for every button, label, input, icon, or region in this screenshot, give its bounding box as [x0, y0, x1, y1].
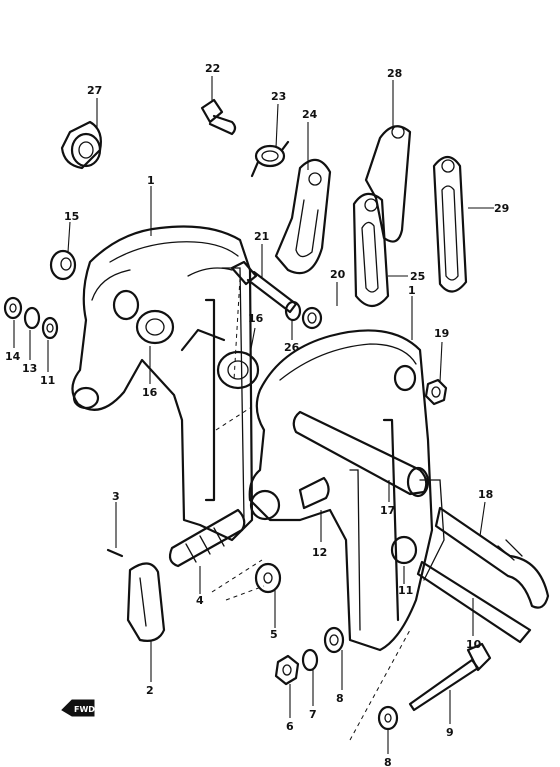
label-15: 15 [64, 210, 79, 223]
part-11a-washer [41, 316, 59, 340]
label-13: 13 [22, 362, 37, 375]
label-21: 21 [254, 230, 269, 243]
part-19-nut [424, 378, 448, 406]
part-6-nut [274, 654, 300, 686]
part-1-left-clamp-bracket [71, 225, 254, 542]
label-6: 6 [286, 720, 294, 733]
part-13-washer [23, 306, 41, 330]
part-18-tilt-handle [434, 506, 550, 609]
label-12: 12 [312, 546, 327, 559]
part-9-bolt [408, 642, 492, 712]
part-7-washer [301, 648, 319, 672]
label-11-left: 11 [40, 374, 55, 387]
part-26-washer [284, 300, 302, 322]
part-16b-washer [216, 350, 260, 390]
leader-lines [13, 76, 494, 754]
label-8-upper: 8 [336, 692, 344, 705]
label-25: 25 [410, 270, 425, 283]
part-16a-washer [135, 309, 175, 345]
label-22: 22 [205, 62, 220, 75]
label-2: 2 [146, 684, 154, 697]
part-22-bolt [200, 98, 237, 136]
label-10: 10 [466, 638, 482, 651]
label-16-bottom: 16 [142, 386, 158, 399]
part-3-cotter-pin [106, 548, 124, 558]
label-18: 18 [478, 488, 493, 501]
part-24-plate [274, 158, 332, 275]
part-25-plate [352, 192, 390, 308]
part-8a-washer [323, 626, 345, 654]
label-27: 27 [87, 84, 102, 97]
label-9: 9 [446, 726, 454, 739]
part-29-plate [432, 155, 468, 293]
label-5: 5 [270, 628, 278, 641]
label-3: 3 [112, 490, 120, 503]
label-26: 26 [284, 341, 300, 354]
label-14: 14 [5, 350, 21, 363]
part-5-washer [254, 562, 282, 594]
part-labels: 27 22 23 24 28 29 25 1 15 21 20 1 16 26 … [5, 62, 509, 767]
part-23-spring [250, 140, 290, 178]
label-28: 28 [387, 67, 402, 80]
fwd-label: FWD [74, 705, 95, 714]
label-1-right: 1 [408, 284, 416, 297]
label-8-lower: 8 [384, 756, 392, 767]
part-27-bushing [60, 120, 102, 170]
label-1-left: 1 [147, 174, 155, 187]
part-15-bushing [49, 249, 77, 281]
part-8b-washer [377, 705, 399, 731]
part-20-washer [301, 306, 323, 330]
label-23: 23 [271, 90, 286, 103]
label-11-right: 11 [398, 584, 413, 597]
label-24: 24 [302, 108, 318, 121]
part-4-stud [168, 508, 246, 568]
part-2-lever [126, 562, 166, 642]
label-29: 29 [494, 202, 509, 215]
label-17: 17 [380, 504, 395, 517]
part-1-right-clamp-bracket [248, 329, 445, 652]
label-20: 20 [330, 268, 346, 281]
label-4: 4 [196, 594, 204, 607]
label-7: 7 [309, 708, 317, 721]
part-14-washer [3, 296, 23, 320]
part-21-bolt [230, 260, 298, 314]
fwd-arrow-icon: FWD [61, 699, 95, 717]
part-12-pin [298, 476, 330, 510]
part-10-rod [416, 560, 532, 644]
label-16-top: 16 [248, 312, 264, 325]
part-tilt-shaft [292, 410, 430, 498]
label-19: 19 [434, 327, 449, 340]
